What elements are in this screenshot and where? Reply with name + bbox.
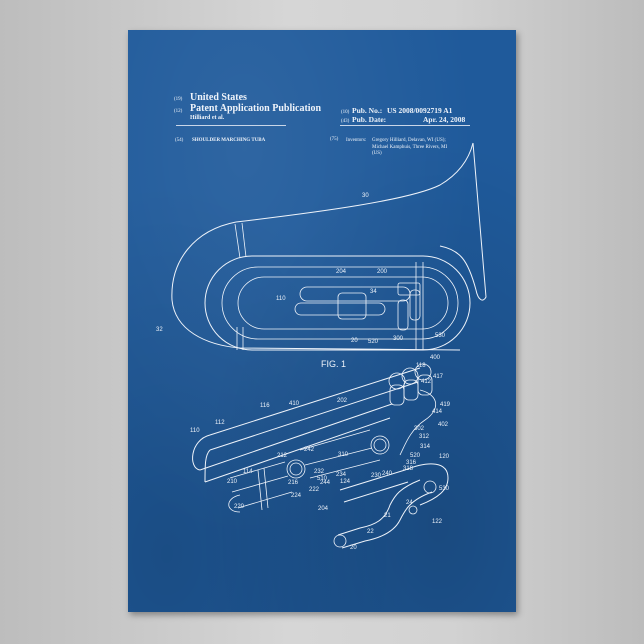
fig2-label: 220 (234, 504, 245, 510)
fig2-label: 310 (338, 452, 349, 458)
fig1-caption: FIG. 1 (321, 359, 346, 369)
fig1-label-110: 110 (276, 296, 286, 302)
fig2-label: 234 (336, 472, 347, 478)
fig2-label: 122 (432, 519, 443, 525)
fig2-label: 312 (419, 434, 430, 440)
fig2-label: 116 (260, 403, 270, 409)
fig2-label: 202 (337, 398, 348, 404)
fig1-label-30: 30 (362, 193, 369, 199)
fig2-label: 20 (350, 545, 357, 551)
fig1-label-400: 400 (430, 355, 441, 361)
fig2-label: 120 (439, 454, 450, 460)
fig2-label: 242 (304, 447, 315, 453)
fig1-label-520: 520 (368, 339, 379, 345)
fig2-label: 124 (340, 479, 351, 485)
fig2-label: 230 (371, 473, 382, 479)
fig2-label: 114 (243, 469, 253, 475)
fig2-label: 224 (291, 493, 302, 499)
fig1-label-20: 20 (351, 338, 358, 344)
fig2-label: 240 (382, 471, 393, 477)
fig2-label: 412 (421, 379, 432, 385)
fig1-label-300: 300 (393, 336, 404, 342)
fig2-label: 204 (318, 506, 329, 512)
fig2-label: 210 (227, 479, 238, 485)
fig2-label: 118 (416, 363, 426, 369)
fig1-label-32: 32 (156, 327, 163, 333)
fig1-label-530: 530 (435, 333, 446, 339)
figure-2-labels: 118 412 417 419 414 402 302 312 314 520 … (190, 363, 451, 551)
fig2-label: 216 (288, 480, 299, 486)
figure-1-drawing (172, 143, 486, 350)
fig2-label: 222 (309, 487, 320, 493)
fig2-label: 22 (367, 529, 374, 535)
fig2-label: 314 (420, 444, 431, 450)
fig2-label: 318 (403, 466, 414, 472)
fig2-label: 414 (432, 409, 443, 415)
fig2-label: 530 (439, 486, 450, 492)
fig2-label: 112 (215, 420, 225, 426)
fig2-label: 417 (433, 374, 444, 380)
fig1-label-34: 34 (370, 289, 377, 295)
fig2-label: 21 (384, 513, 391, 519)
fig1-label-204: 204 (336, 269, 347, 275)
fig1-label-200: 200 (377, 269, 388, 275)
fig2-label: 212 (277, 453, 288, 459)
fig2-label: 410 (289, 401, 300, 407)
fig2-label: 510 (317, 476, 328, 482)
fig2-label: 24 (406, 500, 413, 506)
fig2-label: 110 (190, 428, 200, 434)
fig2-label: 302 (414, 426, 425, 432)
fig2-label: 520 (410, 453, 421, 459)
fig2-label: 419 (440, 402, 451, 408)
fig2-label: 402 (438, 422, 449, 428)
fig2-label: 232 (314, 469, 325, 475)
